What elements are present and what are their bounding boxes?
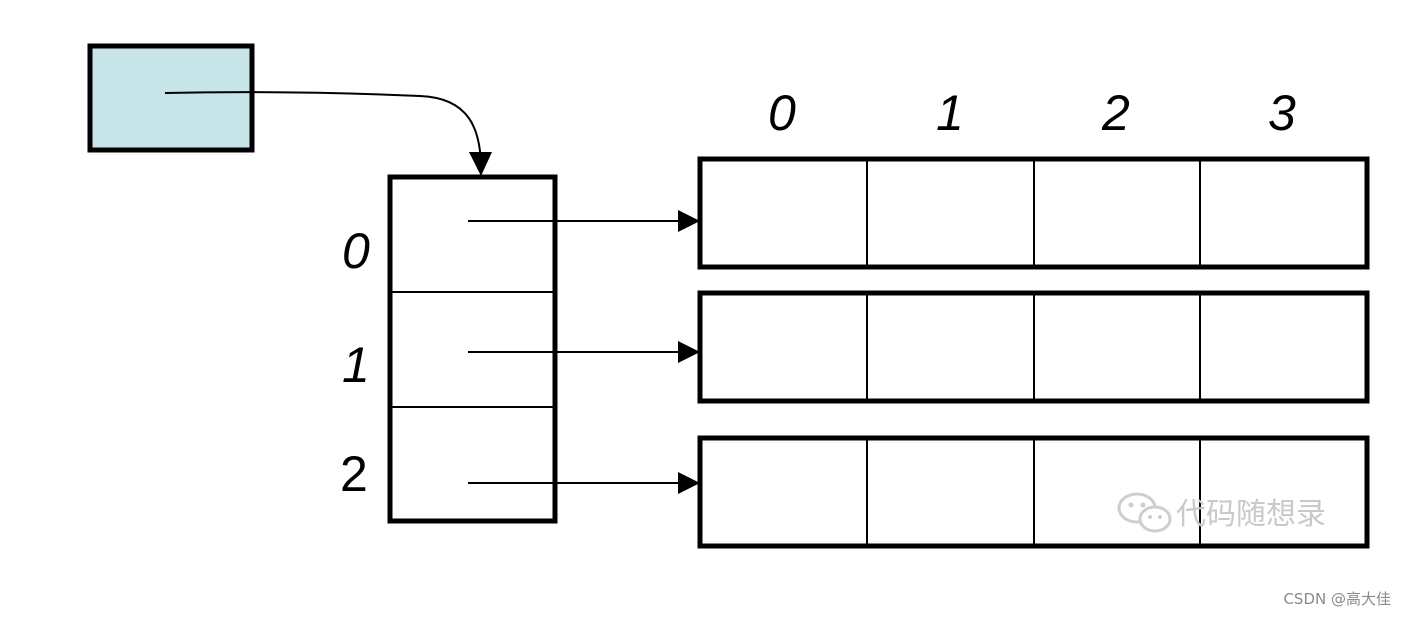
column-label-1: 1 — [936, 85, 964, 141]
watermark-text: 代码随想录 — [1176, 497, 1326, 532]
row-label-1: 1 — [342, 337, 370, 393]
column-label-3: 3 — [1268, 85, 1296, 141]
credit-text: CSDN @高大佳 — [1283, 590, 1391, 608]
pointer-box — [87, 43, 255, 153]
row-array-2 — [697, 435, 1370, 549]
row-label-2: 2 — [340, 446, 368, 502]
row-label-0: 0 — [342, 223, 370, 279]
column-label-0: 0 — [768, 85, 796, 141]
wechat-icon — [1117, 492, 1172, 533]
pointer-arrow — [164, 91, 482, 166]
pointer-arrowhead — [469, 152, 492, 176]
row-array-0 — [697, 156, 1370, 270]
column-label-2: 2 — [1101, 85, 1130, 141]
row-pointer-array — [387, 174, 558, 524]
row-array-1 — [697, 290, 1370, 404]
